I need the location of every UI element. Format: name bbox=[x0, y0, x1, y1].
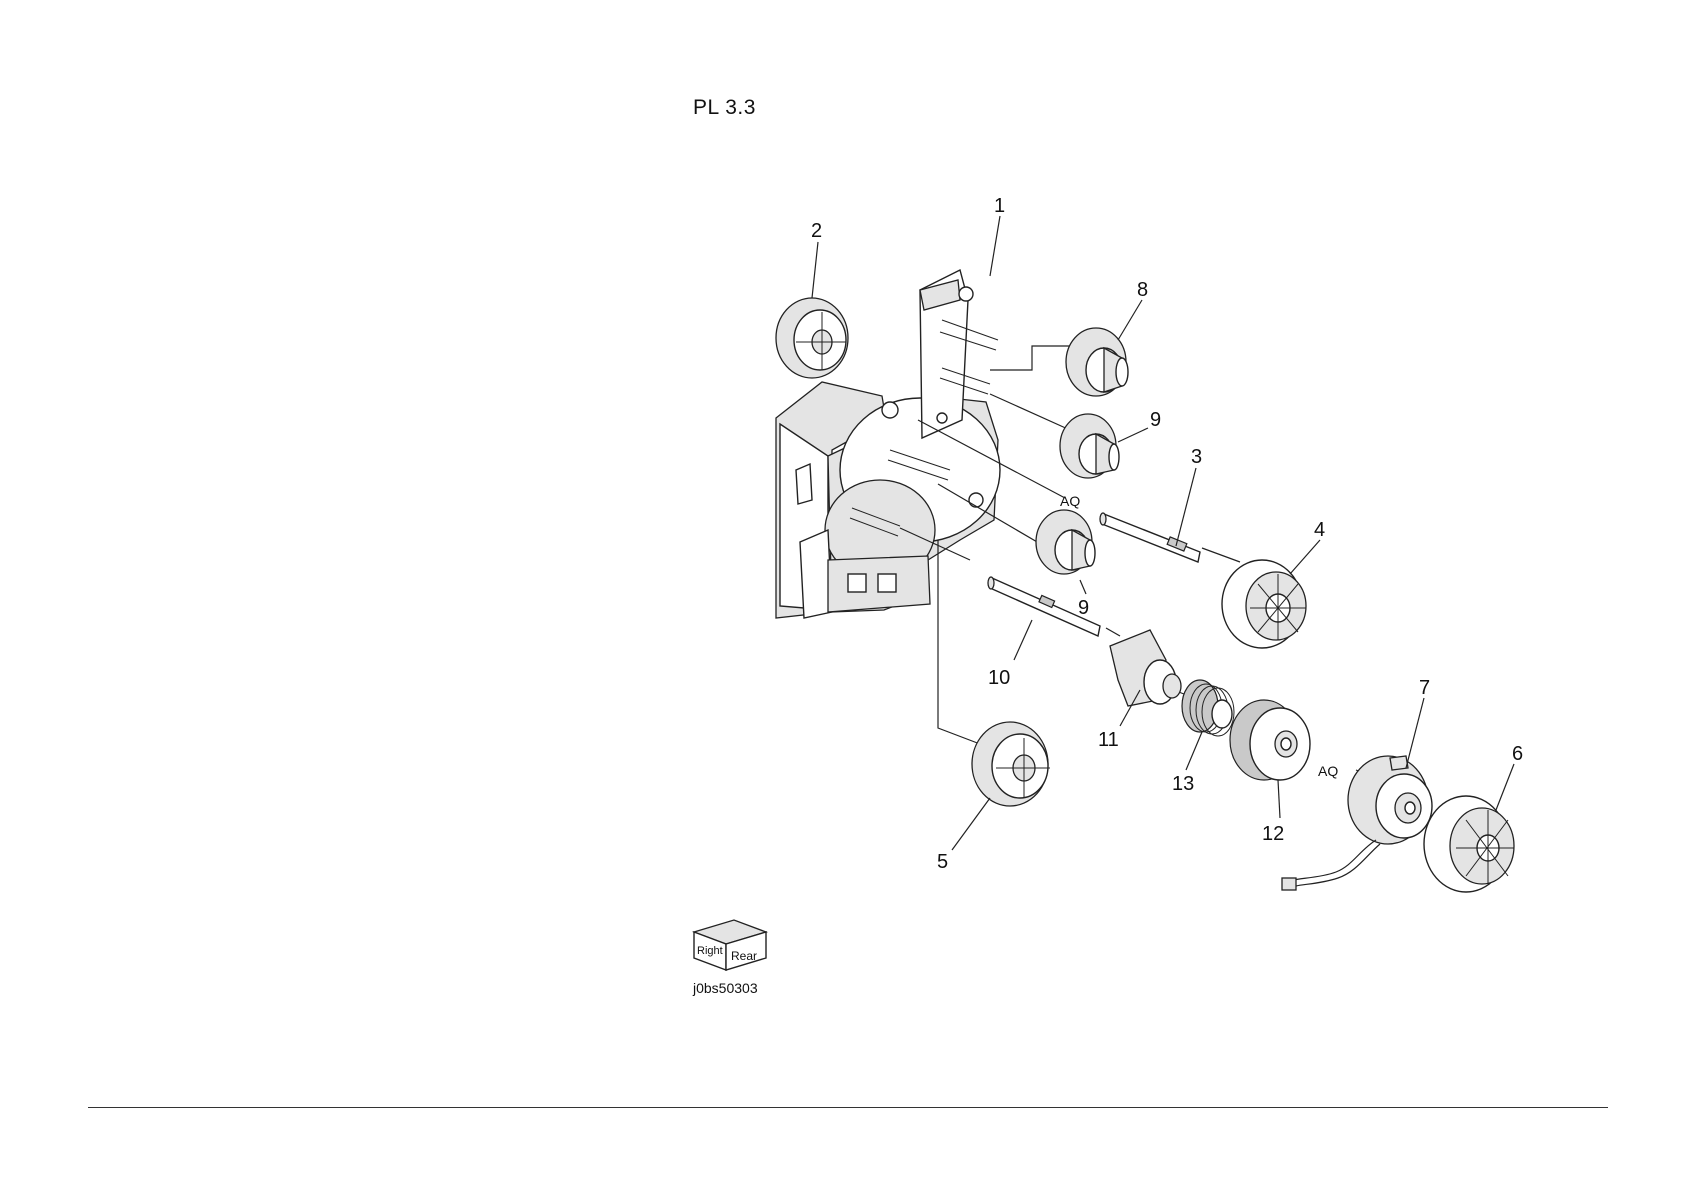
figure-id: j0bs50303 bbox=[693, 980, 758, 996]
part-4-pulley bbox=[1222, 560, 1306, 648]
callout-7: 7 bbox=[1419, 677, 1430, 699]
footer-rule bbox=[88, 1107, 1608, 1108]
part-11-clutch-hub bbox=[1110, 630, 1181, 706]
callout-1: 1 bbox=[994, 195, 1005, 217]
aq-note-lower: AQ bbox=[1318, 763, 1338, 779]
orientation-label-right: Right bbox=[697, 945, 723, 957]
callout-9-upper: 9 bbox=[1150, 409, 1161, 431]
part-9-lower-bushing bbox=[1036, 510, 1095, 574]
callout-11: 11 bbox=[1098, 729, 1119, 751]
callout-8: 8 bbox=[1137, 279, 1148, 301]
part-12-clutch bbox=[1230, 700, 1310, 780]
callout-10: 10 bbox=[988, 667, 1010, 689]
callout-6: 6 bbox=[1512, 743, 1523, 765]
part-3-shaft bbox=[1100, 513, 1200, 562]
part-6-pulley bbox=[1424, 796, 1514, 892]
callout-9-lower: 9 bbox=[1078, 597, 1089, 619]
part-2-pulley bbox=[776, 298, 848, 378]
callout-13: 13 bbox=[1172, 773, 1194, 795]
aq-note-upper: AQ bbox=[1060, 493, 1080, 509]
part-9-upper-bushing bbox=[1060, 414, 1119, 478]
callout-12: 12 bbox=[1262, 823, 1284, 845]
callout-4: 4 bbox=[1314, 519, 1325, 541]
callout-5: 5 bbox=[937, 851, 948, 873]
callout-2: 2 bbox=[811, 220, 822, 242]
callout-3: 3 bbox=[1191, 446, 1202, 468]
orientation-label-rear: Rear bbox=[731, 949, 757, 963]
part-7-sensor bbox=[1282, 756, 1432, 890]
part-13-spring bbox=[1182, 680, 1234, 736]
part-5-pulley bbox=[972, 722, 1050, 806]
orientation-cube-icon: Right Rear bbox=[694, 920, 766, 970]
